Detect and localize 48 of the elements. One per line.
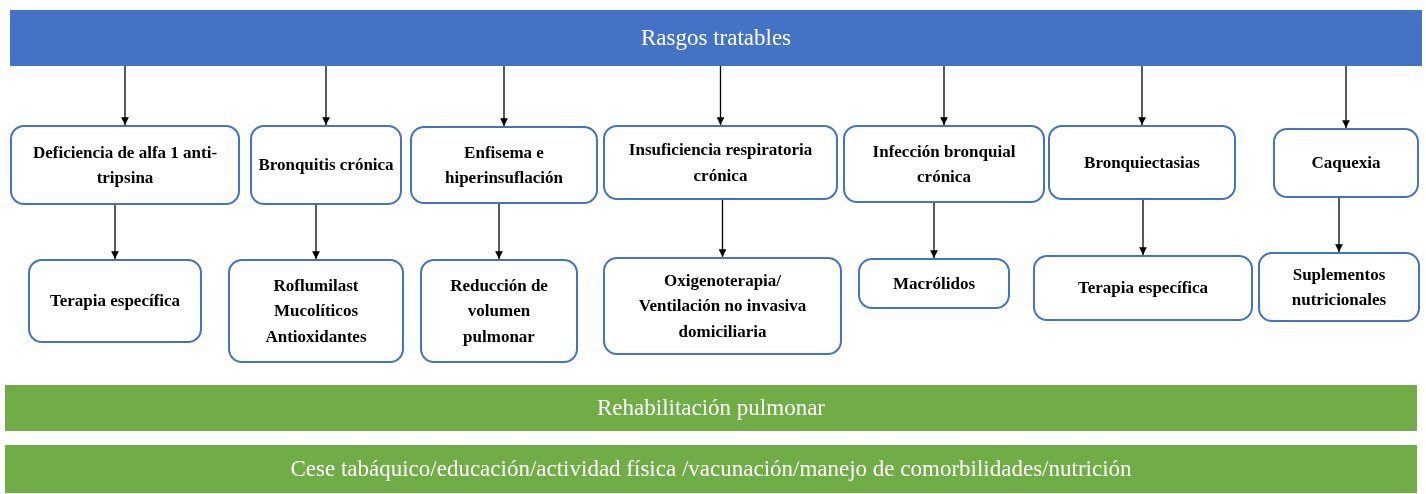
arrow [312, 204, 320, 260]
arrow [1139, 199, 1147, 256]
node-text: Rehabilitación pulmonar [597, 395, 825, 421]
arrow [500, 65, 508, 127]
footer-band [5, 445, 1417, 493]
rounded-box [28, 259, 202, 343]
node-text: Terapia específica [1077, 277, 1209, 300]
arrow [718, 199, 727, 258]
rounded-box [410, 126, 598, 204]
rounded-box [603, 125, 838, 200]
rounded-box [1273, 128, 1419, 198]
arrow [121, 65, 129, 126]
header-band [10, 10, 1422, 66]
rounded-box [858, 258, 1010, 309]
node-text: Rasgos tratables [640, 25, 792, 51]
node-text: Caquexia [1311, 152, 1381, 175]
rounded-box [1258, 252, 1420, 322]
arrow [1342, 65, 1350, 129]
rounded-box [228, 259, 404, 363]
node-text: Deficiencia de alfa 1 anti-tripsina [31, 141, 219, 189]
node-text: Cese tabáquico/educación/actividad física /vacunación/manejo de comorbilidades/nutrición [290, 456, 1132, 482]
rounded-box [603, 257, 842, 355]
arrow [111, 204, 119, 260]
node-text: Suplementos nutricionales [1290, 263, 1388, 311]
node-text: Terapia específica [49, 290, 181, 313]
node-text: Oxigenoterapia/ Ventilación no invasiva domiciliaria [637, 269, 808, 343]
arrow [930, 202, 938, 259]
node-text: Enfisema e hiperinsuflación [443, 141, 565, 189]
rounded-box [250, 125, 402, 205]
rounded-box [1033, 255, 1253, 321]
rounded-box [1048, 125, 1236, 200]
node-text: Bronquiectasias [1084, 151, 1200, 174]
arrow [940, 65, 948, 126]
node-text: Macrólidos [892, 272, 976, 295]
arrow [716, 65, 725, 126]
node-text: Insuficiencia respiratoria crónica [627, 139, 814, 187]
rounded-box [10, 125, 240, 205]
footer-band [5, 385, 1417, 431]
arrow [322, 65, 330, 126]
node-text: Infección bronquial crónica [871, 140, 1017, 188]
arrow [1335, 197, 1343, 253]
rounded-box [420, 259, 578, 363]
node-text: Roflumilast Mucolíticos Antioxidantes [264, 274, 368, 348]
node-text: Bronquitis crónica [258, 154, 394, 177]
node-text: Reducción de volumen pulmonar [449, 274, 549, 348]
arrow [1138, 65, 1146, 126]
arrow [495, 203, 503, 260]
rounded-box [843, 125, 1045, 203]
